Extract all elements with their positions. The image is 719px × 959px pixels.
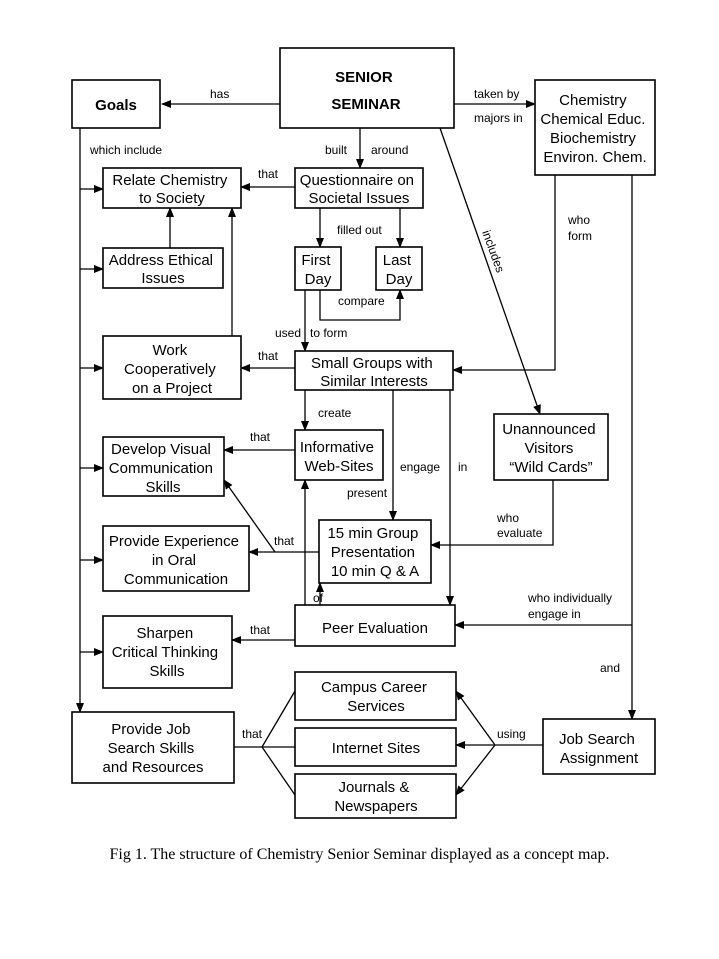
link-label-create: create: [318, 406, 352, 420]
campus-career-box: [294, 671, 457, 721]
campus-career-node: Campus Career Services: [321, 679, 431, 715]
small-groups-box: [294, 350, 454, 391]
small-groups-node: Small Groups with Similar Interests: [311, 355, 437, 390]
edges: [76, 100, 636, 796]
oral-comm-node: Provide Experience in Oral Communication: [109, 533, 243, 588]
first-day-node: First Day: [301, 252, 334, 288]
questionnaire-node: Questionnaire on Societal Issues: [300, 172, 418, 207]
link-label-that-work: that: [258, 349, 279, 363]
link-label-majors-in: majors in: [474, 111, 523, 125]
web-sites-box: [294, 429, 384, 481]
edge-who-evaluate: [430, 480, 554, 549]
link-label-has: has: [210, 87, 229, 101]
link-label-who-form-2: form: [568, 229, 592, 243]
edge-that-campus: [261, 690, 296, 748]
link-label-to-form: to form: [310, 326, 347, 340]
senior-seminar-box: [279, 47, 455, 129]
link-label-used: used: [275, 326, 301, 340]
visitors-node: Unannounced Visitors “Wild Cards”: [502, 421, 600, 476]
work-coop-node: Work Cooperatively on a Project: [124, 342, 220, 397]
link-label-around: around: [371, 143, 408, 157]
link-label-that-visual: that: [250, 430, 271, 444]
questionnaire-box: [294, 167, 424, 209]
goals-box: [71, 79, 161, 129]
address-ethical-node: Address Ethical Issues: [109, 252, 217, 287]
edge-includes: [439, 127, 541, 415]
first-day-box: [294, 246, 342, 291]
peer-eval-node: Peer Evaluation: [322, 620, 428, 637]
internet-sites-box: [294, 727, 457, 767]
job-assignment-box: [542, 718, 656, 775]
link-label-built: built: [325, 143, 348, 157]
link-label-who-evaluate-2: evaluate: [497, 526, 543, 540]
relate-chemistry-node: Relate Chemistry to Society: [112, 172, 231, 207]
develop-visual-node: Develop Visual Communication Skills: [109, 441, 217, 496]
link-label-engage-in: engage in: [528, 607, 581, 621]
presentation-box: [318, 519, 432, 584]
address-ethical-box: [102, 247, 224, 289]
link-label-who-individually: who individually: [527, 591, 612, 605]
relate-chemistry-box: [102, 167, 242, 209]
link-label-present: present: [347, 486, 388, 500]
visitors-box: [493, 413, 609, 481]
internet-sites-node: Internet Sites: [332, 740, 420, 757]
job-search-skills-node: Provide Job Search Skills and Resources: [103, 721, 204, 776]
edge-pres-visual: [223, 479, 276, 553]
job-assignment-node: Job Search Assignment: [559, 731, 639, 767]
link-label-in: in: [458, 460, 467, 474]
critical-thinking-node: Sharpen Critical Thinking Skills: [112, 625, 223, 680]
goals-node: Goals: [95, 97, 137, 114]
link-label-that-critical: that: [250, 623, 271, 637]
job-search-skills-box: [71, 711, 235, 784]
link-labels: has taken by majors in which include bui…: [89, 87, 620, 741]
edge-compare: [316, 281, 404, 321]
link-label-compare: compare: [338, 294, 385, 308]
link-label-filled-out: filled out: [337, 223, 382, 237]
web-sites-node: Informative Web-Sites: [300, 439, 378, 475]
presentation-node: 15 min Group Presentation 10 min Q & A: [327, 525, 422, 580]
journals-box: [294, 773, 457, 819]
work-coop-box: [102, 335, 242, 400]
link-label-engage: engage: [400, 460, 440, 474]
link-label-that-oral: that: [274, 534, 295, 548]
oral-comm-box: [102, 525, 250, 592]
link-label-who-form-1: who: [567, 213, 590, 227]
link-label-that-relate: that: [258, 167, 279, 181]
boxes: [71, 47, 656, 819]
link-label-of: of: [313, 591, 324, 605]
majors-node: Chemistry Chemical Educ. Biochemistry En…: [540, 92, 649, 166]
critical-thinking-box: [102, 615, 233, 689]
edge-using-campus: [455, 690, 496, 746]
last-day-node: Last Day: [383, 252, 416, 288]
majors-box: [534, 79, 656, 176]
link-label-who-evaluate-1: who: [496, 511, 519, 525]
node-labels: SENIOR SEMINAR Goals Chemistry Chemical …: [95, 69, 649, 815]
develop-visual-box: [102, 436, 225, 497]
figure-caption: Fig 1. The structure of Chemistry Senior…: [109, 846, 610, 863]
link-label-taken-by: taken by: [474, 87, 519, 101]
link-label-and: and: [600, 661, 620, 675]
link-label-which-include: which include: [89, 143, 162, 157]
link-label-that-resources: that: [242, 727, 263, 741]
peer-eval-box: [294, 604, 456, 647]
senior-seminar-node: SENIOR SEMINAR: [331, 69, 400, 113]
edge-that-journals: [261, 746, 296, 796]
edge-who-form: [452, 175, 556, 374]
last-day-box: [375, 246, 423, 291]
link-label-using: using: [497, 727, 526, 741]
journals-node: Journals & Newspapers: [334, 779, 417, 815]
edge-using-journals: [455, 744, 496, 796]
